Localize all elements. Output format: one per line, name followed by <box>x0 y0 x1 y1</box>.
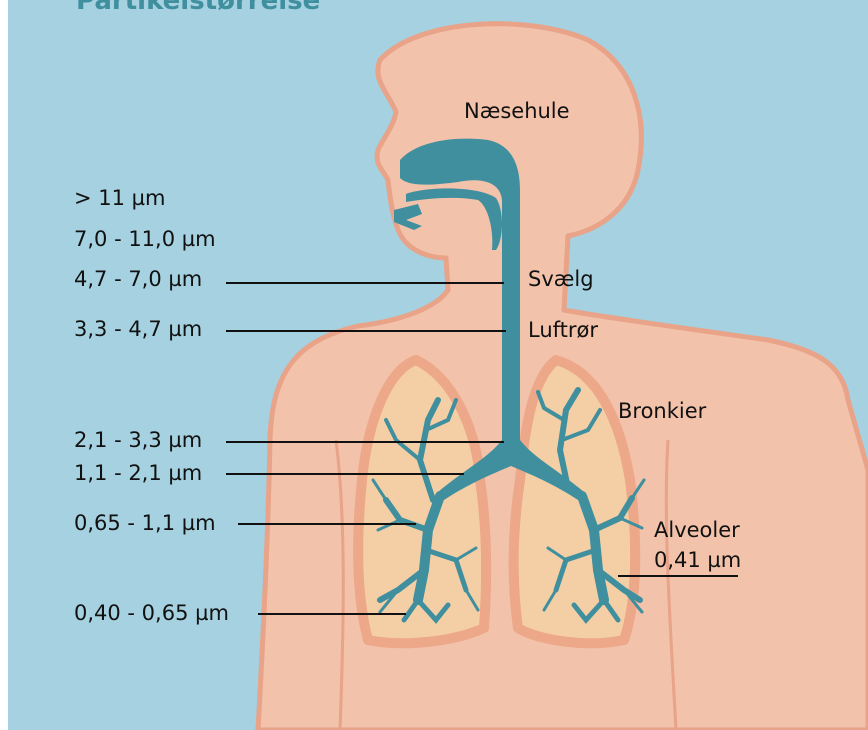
label-alveoli: Alveoler <box>654 518 740 542</box>
size-label-gt-11: > 11 µm <box>74 186 166 210</box>
diagram-title: Partikelstørrelse <box>76 0 320 16</box>
label-nasal-cavity: Næsehule <box>464 99 570 123</box>
diagram-panel: Partikelstørrelse > 11 µm 7,0 - 11,0 µm … <box>8 0 868 730</box>
size-label-4-7-7: 4,7 - 7,0 µm <box>74 267 202 291</box>
size-label-2-1-3-3: 2,1 - 3,3 µm <box>74 428 202 452</box>
size-label-3-3-4-7: 3,3 - 4,7 µm <box>74 317 202 341</box>
trachea <box>502 186 520 444</box>
size-label-0-65-1-1: 0,65 - 1,1 µm <box>74 511 216 535</box>
leader-line-pharynx <box>226 282 504 284</box>
leader-line-small-bronchioles <box>238 523 416 525</box>
leader-line-alveoli <box>618 575 738 577</box>
label-trachea: Luftrør <box>528 318 598 342</box>
size-label-7-11: 7,0 - 11,0 µm <box>74 227 216 251</box>
label-bronchi: Bronkier <box>618 399 706 423</box>
label-pharynx: Svælg <box>528 267 594 291</box>
label-alveoli-size: 0,41 µm <box>654 548 741 572</box>
leader-line-bronchi <box>226 441 504 443</box>
leader-line-trachea <box>226 330 506 332</box>
size-label-0-40-0-65: 0,40 - 0,65 µm <box>74 601 229 625</box>
leader-line-bronchioles <box>226 473 464 475</box>
leader-line-terminal <box>258 613 406 615</box>
size-label-1-1-2-1: 1,1 - 2,1 µm <box>74 461 202 485</box>
